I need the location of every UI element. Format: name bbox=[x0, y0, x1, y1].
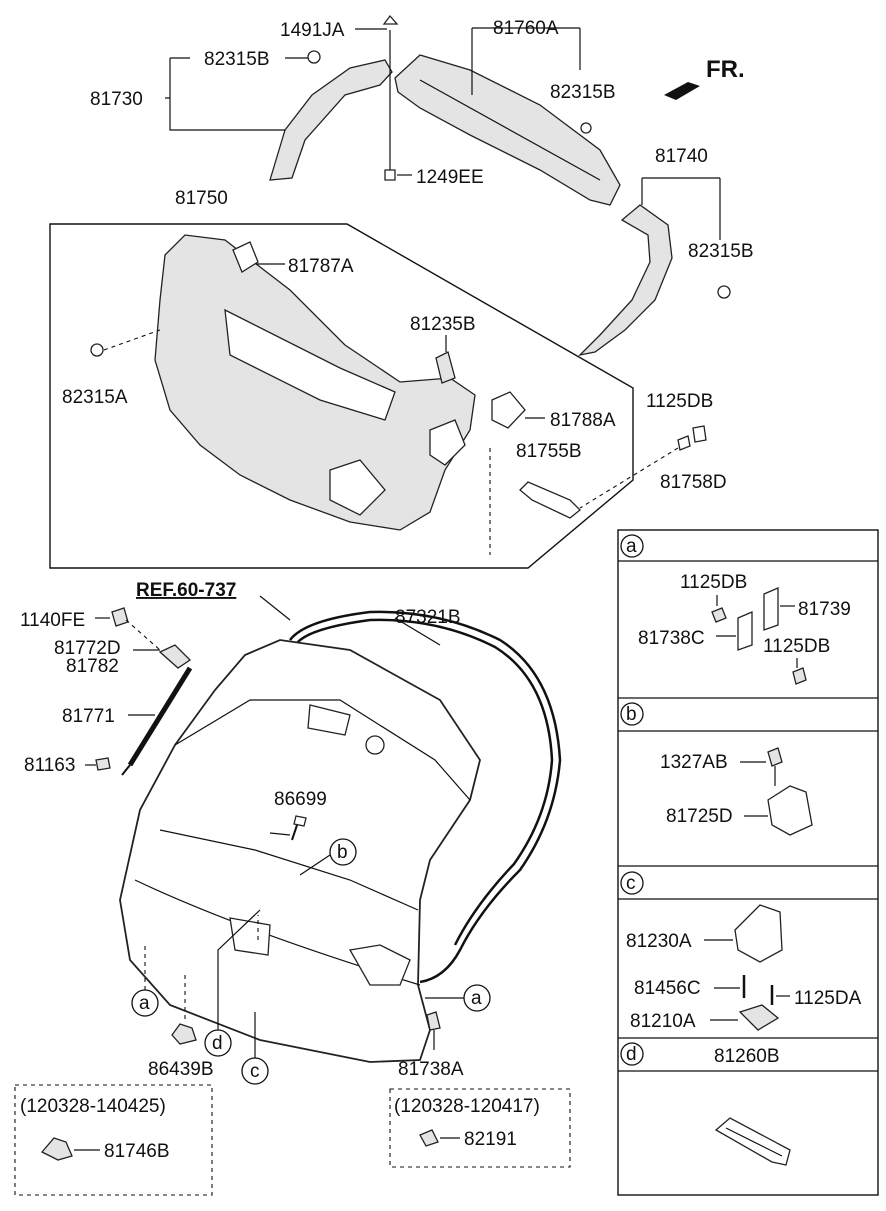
callout-c: c bbox=[241, 1057, 269, 1085]
label-81740: 81740 bbox=[655, 146, 708, 167]
part-81787A-cover bbox=[232, 241, 259, 273]
label-1125DB-1: 1125DB bbox=[646, 391, 713, 412]
svg-text:b: b bbox=[337, 842, 348, 863]
svg-text:a: a bbox=[471, 988, 482, 1009]
label-81750: 81750 bbox=[175, 188, 228, 209]
svg-text:a: a bbox=[139, 993, 150, 1014]
variant-right-date: (120328-120417) bbox=[394, 1096, 540, 1117]
label-87321B: 87321B bbox=[395, 607, 461, 628]
part-81235B-switch bbox=[435, 351, 456, 384]
fastener-81163 bbox=[95, 757, 111, 771]
fastener-1140FE bbox=[111, 607, 161, 651]
front-direction-label: FR. bbox=[706, 56, 745, 83]
variant-left-date: (120328-140425) bbox=[20, 1096, 166, 1117]
fastener-82315B-top bbox=[307, 14, 731, 299]
label-81235B: 81235B bbox=[410, 314, 476, 335]
fastener-82315A bbox=[90, 329, 161, 357]
svg-text:1327AB: 1327AB bbox=[660, 752, 728, 773]
part-81730-left-pillar-trim bbox=[269, 59, 393, 181]
label-81787A: 81787A bbox=[288, 256, 354, 277]
svg-text:81210A: 81210A bbox=[630, 1011, 696, 1032]
label-81788A: 81788A bbox=[550, 410, 616, 431]
label-1491JA: 1491JA bbox=[280, 20, 345, 41]
detail-panel-b: b 1327AB 81725D bbox=[620, 702, 813, 836]
detail-panel-a: a 1125DB 81739 81738C 1125DB bbox=[620, 534, 851, 685]
panel-81750-outline bbox=[49, 223, 634, 569]
part-87321B-weatherstrip bbox=[289, 610, 562, 984]
label-reference: REF.60-737 bbox=[136, 580, 236, 601]
svg-text:c: c bbox=[250, 1061, 260, 1082]
part-81771-gas-strut bbox=[121, 666, 193, 776]
label-81730: 81730 bbox=[90, 89, 143, 110]
callout-d: d bbox=[204, 1029, 232, 1057]
label-81760A: 81760A bbox=[493, 18, 559, 39]
label-81771: 81771 bbox=[62, 706, 115, 727]
svg-text:81260B: 81260B bbox=[714, 1046, 780, 1067]
svg-text:1125DB: 1125DB bbox=[680, 572, 747, 593]
callout-b: b bbox=[329, 838, 357, 866]
part-81738A-stopper bbox=[426, 1011, 441, 1031]
label-86439B: 86439B bbox=[148, 1059, 214, 1080]
main-labels: 1491JA 81760A 82315B 82315B 81730 1249EE… bbox=[20, 18, 754, 1080]
part-81788A-cover bbox=[491, 391, 526, 429]
svg-text:c: c bbox=[626, 873, 636, 894]
label-82315A: 82315A bbox=[62, 387, 128, 408]
callout-a-left: a bbox=[131, 989, 159, 1017]
svg-text:81725D: 81725D bbox=[666, 806, 733, 827]
svg-text:1125DA: 1125DA bbox=[794, 988, 862, 1009]
front-direction-indicator: FR. bbox=[664, 56, 745, 100]
variant-box-right: (120328-120417) 82191 bbox=[389, 1088, 571, 1168]
label-81772D: 81772D bbox=[54, 638, 121, 659]
detail-panel-c: c 81230A 81456C 1125DA 81210A bbox=[620, 871, 862, 1032]
fastener-86699 bbox=[291, 815, 307, 841]
detail-panel-d: d 81260B bbox=[620, 1042, 791, 1166]
label-81738A: 81738A bbox=[398, 1059, 464, 1080]
svg-text:b: b bbox=[626, 704, 637, 725]
fastener-1125DB-81758D bbox=[579, 425, 707, 509]
svg-text:81739: 81739 bbox=[798, 599, 851, 620]
label-82315B-2: 82315B bbox=[550, 82, 616, 103]
variant-left-part: 81746B bbox=[104, 1141, 170, 1162]
label-81782: 81782 bbox=[66, 656, 119, 677]
label-81755B: 81755B bbox=[516, 441, 582, 462]
label-1249EE: 1249EE bbox=[416, 167, 484, 188]
svg-text:81230A: 81230A bbox=[626, 931, 692, 952]
callout-a-right: a bbox=[463, 984, 491, 1012]
svg-text:81456C: 81456C bbox=[634, 978, 701, 999]
part-81760A-header-trim bbox=[394, 54, 621, 206]
part-81772D-81782-bracket bbox=[158, 644, 192, 669]
label-82315B-1: 82315B bbox=[204, 49, 270, 70]
svg-text:d: d bbox=[626, 1044, 637, 1065]
label-82315B-3: 82315B bbox=[688, 241, 754, 262]
svg-text:1125DB: 1125DB bbox=[763, 636, 830, 657]
part-81750-tailgate-trim bbox=[154, 234, 491, 555]
detail-panels bbox=[617, 529, 879, 1196]
label-81758D: 81758D bbox=[660, 472, 727, 493]
svg-text:81738C: 81738C bbox=[638, 628, 705, 649]
svg-text:a: a bbox=[626, 536, 637, 557]
part-86439B-bumper bbox=[171, 975, 197, 1045]
svg-text:d: d bbox=[212, 1033, 223, 1054]
part-81740-right-pillar-trim bbox=[578, 204, 673, 357]
leader-lines bbox=[85, 27, 721, 1058]
label-81163: 81163 bbox=[24, 755, 75, 776]
label-1140FE: 1140FE bbox=[20, 610, 85, 631]
label-86699: 86699 bbox=[274, 789, 327, 810]
part-81755B-handle bbox=[519, 481, 581, 519]
tailgate-outer-panel bbox=[119, 639, 481, 1063]
variant-right-part: 82191 bbox=[464, 1129, 517, 1150]
variant-box-left: (120328-140425) 81746B bbox=[14, 1084, 213, 1196]
